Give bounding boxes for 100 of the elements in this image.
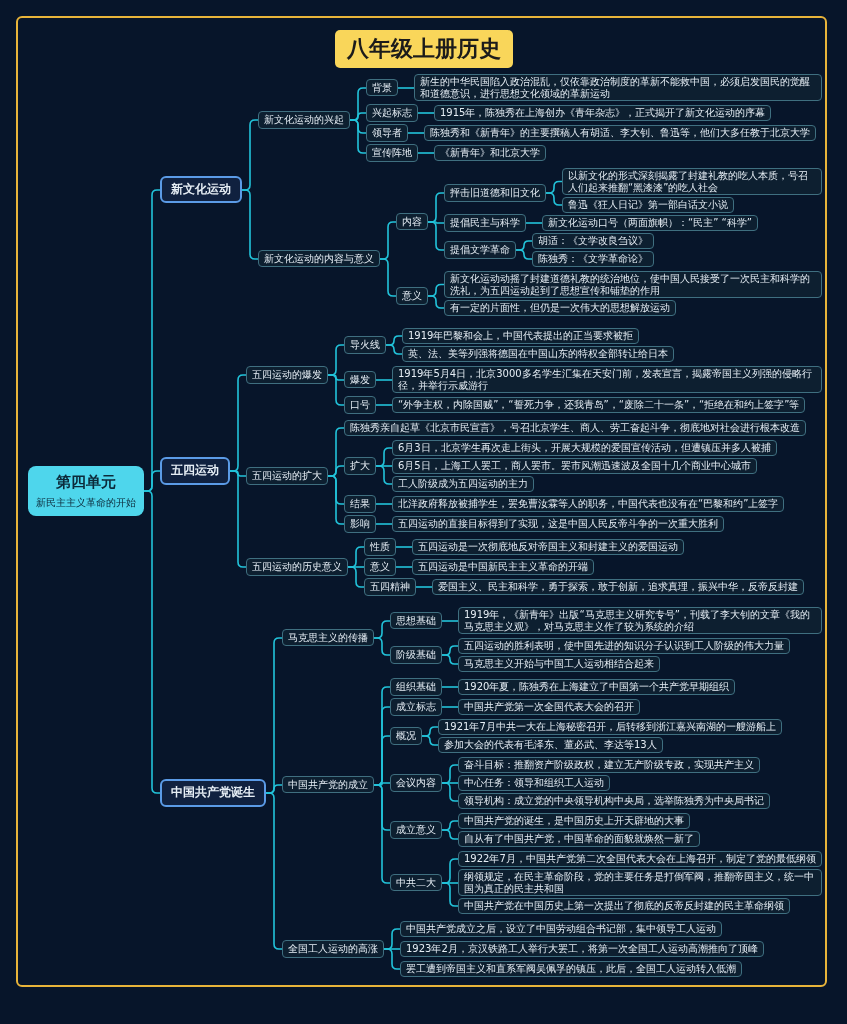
connector-line <box>441 686 459 688</box>
connector-line <box>545 192 563 206</box>
subtopic: 背景 <box>366 78 398 96</box>
subtopic: 马克思主义的传播 <box>282 628 374 647</box>
note-box: 中国共产党成立之后，设立了中国劳动组合书记部，集中领导工人运动 <box>400 921 722 937</box>
note-box: 中国共产党第一次全国代表大会的召开 <box>458 699 640 715</box>
subtopic: 抨击旧道德和旧文化 <box>444 184 546 202</box>
note-box: 自从有了中国共产党，中国革命的面貌就焕然一新了 <box>458 831 700 847</box>
connector-line <box>383 948 401 970</box>
subtopic: 五四运动的历史意义 <box>246 558 348 576</box>
diagram-title: 八年级上册历史 <box>334 30 513 68</box>
note-box: 陈独秀亲自起草《北京市民宣言》，号召北京学生、商人、劳工奋起斗争，彻底地对社会进行根本改造 <box>344 420 806 436</box>
connector-line <box>379 258 397 297</box>
note-box: 有一定的片面性，但仍是一次伟大的思想解放运动 <box>444 300 676 316</box>
topic-subtitle: 新民主主义革命的开始 <box>36 496 136 509</box>
connector-line <box>375 465 393 485</box>
subtopic: 扩大 <box>344 457 376 475</box>
connector-line <box>441 782 459 802</box>
connector-line <box>265 792 283 950</box>
note-box: 马克思主义开始与中国工人运动相结合起来 <box>458 656 660 672</box>
subtopic: 领导者 <box>366 124 408 142</box>
subtopic: 五四精神 <box>364 578 416 596</box>
note-box: 1919年巴黎和会上，中国代表提出的正当要求被拒 <box>402 328 640 344</box>
subtopic: 组织基础 <box>390 678 442 696</box>
note-box: 陈独秀和《新青年》的主要撰稿人有胡适、李大钊、鲁迅等，他们大多任教于北京大学 <box>424 125 816 141</box>
note-box: 1919年5月4日，北京3000多名学生汇集在天安门前，发表宣言，揭露帝国主义列强的侵略行径，并举行示威游行 <box>392 366 822 393</box>
connector-line <box>427 295 445 309</box>
subtopic: 成立意义 <box>390 821 442 839</box>
topic-title: 第四单元 <box>55 474 117 492</box>
note-box: 英、法、美等列强将德国在中国山东的特权全部转让给日本 <box>402 346 674 362</box>
note-box: 参加大会的代表有毛泽东、董必武、李达等13人 <box>438 737 663 753</box>
connector-line <box>407 132 425 134</box>
note-box: 中心任务：领导和组织工人运动 <box>458 775 610 791</box>
note-box: 新文化运动口号（两面旗帜）：“民主” “科学” <box>542 215 758 231</box>
subtopic: 中共二大 <box>390 873 442 891</box>
note-box: 新生的中华民国陷入政治混乱，仅依靠政治制度的革新不能救中国，必须启发国民的觉醒和道德意识，进行思想文化领域的革新运动 <box>414 74 822 101</box>
subtopic: 意义 <box>396 287 428 305</box>
connector-line <box>421 735 439 746</box>
subtopic: 阶级基础 <box>390 646 442 664</box>
note-box: 以新文化的形式深刻揭露了封建礼教的吃人本质，号召人们起来推翻“黑漆漆”的吃人社会 <box>562 168 822 195</box>
connector-line <box>441 706 459 708</box>
subtopic: 五四运动的扩大 <box>246 467 328 485</box>
connector-line <box>347 566 365 588</box>
note-box: 五四运动是中国新民主主义革命的开端 <box>412 559 594 575</box>
subtopic: 口号 <box>344 396 376 414</box>
subtopic: 提倡民主与科学 <box>444 214 526 232</box>
note-box: 领导机构：成立党的中央领导机构中央局，选举陈独秀为中央局书记 <box>458 793 770 809</box>
connector-line <box>375 523 393 525</box>
note-box: 1919年，《新青年》出版“马克思主义研究专号”，刊载了李大钊的文章《我的马克思主义观》，对马克思主义作了较为系统的介绍 <box>458 607 822 634</box>
subtopic: 思想基础 <box>390 611 442 629</box>
note-box: 北洋政府释放被捕学生，罢免曹汝霖等人的职务，中国代表也没有在“巴黎和约”上签字 <box>392 496 785 512</box>
subtopic: 中国共产党的成立 <box>282 775 374 794</box>
main-topic: 中国共产党诞生 <box>160 779 266 808</box>
subtopic: 概况 <box>390 727 422 745</box>
connector-line <box>515 249 533 260</box>
connector-line <box>417 112 435 114</box>
subtopic: 全国工人运动的高涨 <box>282 940 384 958</box>
connector-line <box>327 374 345 406</box>
subtopic: 内容 <box>396 212 428 231</box>
connector-line <box>441 620 459 622</box>
subtopic: 结果 <box>344 495 376 513</box>
subtopic: 新文化运动的兴起 <box>258 111 350 129</box>
subtopic: 宣传阵地 <box>366 144 418 162</box>
connector-line <box>441 829 459 840</box>
subtopic: 爆发 <box>344 370 376 388</box>
connector-line <box>375 379 393 381</box>
connector-line <box>375 503 393 505</box>
connector-line <box>375 404 393 406</box>
note-box: 1922年7月，中国共产党第二次全国代表大会在上海召开，制定了党的最低纲领 <box>458 851 822 867</box>
connector-line <box>395 546 413 548</box>
note-box: 1920年夏，陈独秀在上海建立了中国第一个共产党早期组织 <box>458 679 736 695</box>
note-box: 奋斗目标：推翻资产阶级政权，建立无产阶级专政，实现共产主义 <box>458 757 760 773</box>
connector-line <box>427 221 445 251</box>
note-box: 罢工遭到帝国主义和直系军阀吴佩孚的镇压，此后，全国工人运动转入低潮 <box>400 961 742 977</box>
note-box: 《新青年》和北京大学 <box>434 145 546 161</box>
note-box: 胡适：《文学改良刍议》 <box>532 233 654 249</box>
subtopic: 意义 <box>364 558 396 576</box>
connector-line <box>143 490 161 794</box>
connector-line <box>241 189 259 260</box>
note-box: 6月5日，上海工人罢工，商人罢市。罢市风潮迅速波及全国十几个商业中心城市 <box>392 458 757 474</box>
note-box: 中国共产党的诞生，是中国历史上开天辟地的大事 <box>458 813 690 829</box>
note-box: 五四运动的胜利表明，使中国先进的知识分子认识到工人阶级的伟大力量 <box>458 638 790 654</box>
connector-line <box>397 87 415 89</box>
note-box: 纲领规定，在民主革命阶段，党的主要任务是打倒军阀，推翻帝国主义，统一中国为真正的民主共和国 <box>458 869 822 896</box>
note-box: 新文化运动动摇了封建道德礼教的统治地位，使中国人民接受了一次民主和科学的洗礼，为五四运动起到了思想宣传和铺垫的作用 <box>444 271 822 298</box>
note-box: 爱国主义、民主和科学，勇于探索，敢于创新，追求真理，振兴中华，反帝反封建 <box>432 579 804 595</box>
subtopic: 兴起标志 <box>366 104 418 122</box>
subtopic: 影响 <box>344 515 376 533</box>
note-box: 五四运动的直接目标得到了实现，这是中国人民反帝斗争的一次重大胜利 <box>392 516 724 532</box>
note-box: 五四运动是一次彻底地反对帝国主义和封建主义的爱国运动 <box>412 539 684 555</box>
note-box: “外争主权，内除国贼”，“誓死力争，还我青岛”，“废除二十一条”，“拒绝在和约上签字”等 <box>392 397 806 413</box>
connector-line <box>385 344 403 355</box>
note-box: 6月3日，北京学生再次走上街头，开展大规模的爱国宣传活动，但遭镇压并多人被捕 <box>392 440 777 456</box>
connector-line <box>525 222 543 224</box>
connector-line <box>415 586 433 588</box>
note-box: 1915年，陈独秀在上海创办《青年杂志》，正式揭开了新文化运动的序幕 <box>434 105 772 121</box>
connector-line <box>395 566 413 568</box>
main-topic: 五四运动 <box>160 457 230 485</box>
main-topic: 新文化运动 <box>160 175 242 204</box>
note-box: 中国共产党在中国历史上第一次提出了彻底的反帝反封建的民主革命纲领 <box>458 898 790 914</box>
